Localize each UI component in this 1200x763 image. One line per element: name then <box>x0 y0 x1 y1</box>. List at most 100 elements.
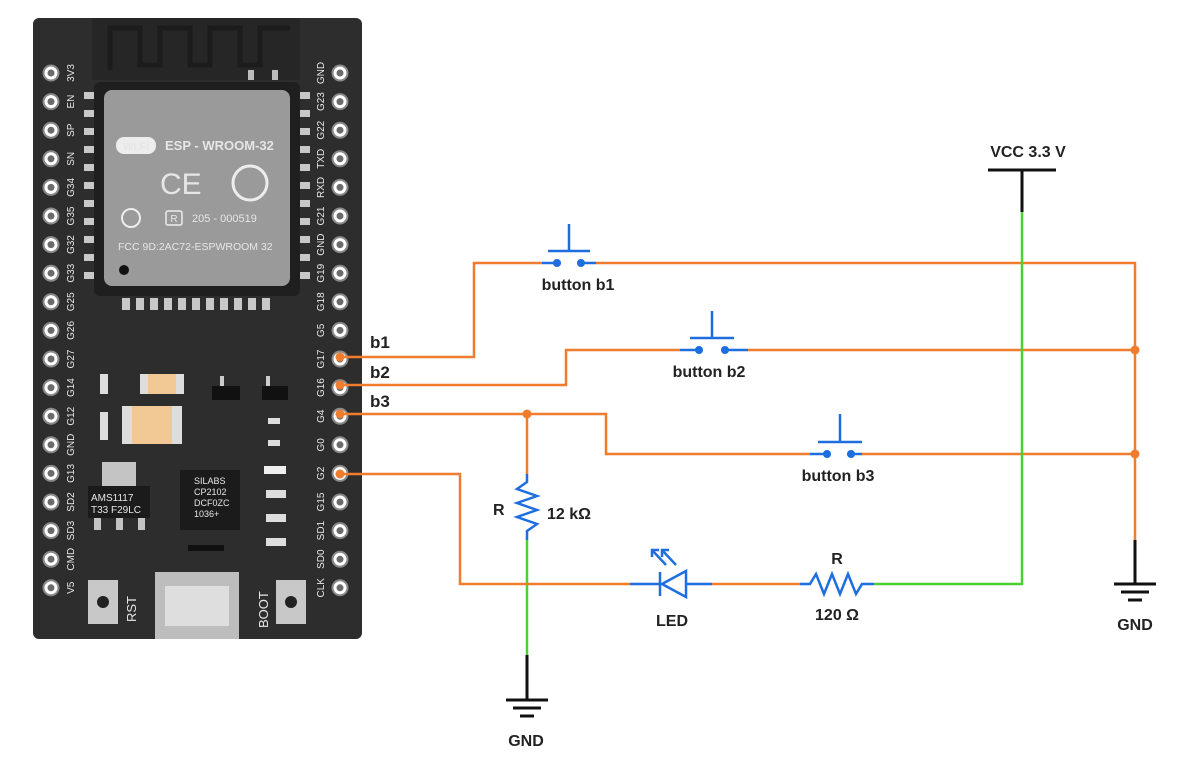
left-pin-label: G13 <box>66 464 77 483</box>
right-header-pins: GNDG23G22TXDRXDG21GNDG19G18G5G17G16G4G0G… <box>316 62 349 598</box>
button-b1 <box>542 224 596 268</box>
usb-chip-line2: CP2102 <box>194 487 227 497</box>
resistor-r2 <box>800 570 874 598</box>
wires <box>340 212 1137 655</box>
fcc-id: FCC 9D:2AC72-ESPWROOM 32 <box>118 241 273 253</box>
header-pin-hole <box>47 498 55 506</box>
capacitor-pad <box>140 374 148 394</box>
left-pin-label: G33 <box>66 263 77 282</box>
gnd-label-right: GND <box>1117 617 1153 634</box>
header-pin-hole <box>336 241 344 249</box>
button-b2-label: button b2 <box>673 364 746 381</box>
smd-part <box>266 490 286 498</box>
telec-mark-icon <box>121 208 141 228</box>
right-pin-label: G19 <box>316 263 327 282</box>
junctions <box>335 345 1140 479</box>
junction-dot <box>522 409 532 419</box>
ground-symbol-right <box>1114 540 1156 602</box>
left-pin-label: G12 <box>66 406 77 425</box>
espressif-logo-icon <box>231 164 269 202</box>
header-pin-hole <box>47 241 55 249</box>
left-header-pins: 3V3ENSPSNG34G35G32G33G25G26G27G14G12GNDG… <box>42 64 77 597</box>
module-title: ESP - WROOM-32 <box>165 138 274 153</box>
left-pin-label: CMD <box>66 548 77 571</box>
header-pin-hole <box>336 183 344 191</box>
left-pin-label: G25 <box>66 292 77 311</box>
left-pin-label: G34 <box>66 178 77 197</box>
regulator-line1: AMS1117 <box>91 493 134 504</box>
right-pin-label: G23 <box>316 92 327 111</box>
wire-b2 <box>340 348 680 387</box>
header-pin-hole <box>336 126 344 134</box>
header-pin-hole <box>47 441 55 449</box>
regulator-leg <box>116 518 123 530</box>
left-pin-label: GND <box>66 434 77 456</box>
header-pin-hole <box>336 441 344 449</box>
header-pin-hole <box>47 155 55 163</box>
r-mark: R <box>170 214 177 225</box>
transistor-leg <box>266 376 270 386</box>
right-pin-label: G18 <box>316 292 327 311</box>
transistor <box>262 386 288 400</box>
module-side-pads <box>84 92 310 279</box>
led-label: LED <box>656 613 688 630</box>
junction-dot <box>1130 449 1140 459</box>
left-pin-label: SD3 <box>66 520 77 540</box>
right-pin-label: G22 <box>316 120 327 139</box>
ce-mark: CE <box>160 168 202 201</box>
left-pin-label: SD2 <box>66 492 77 512</box>
smd-part <box>100 412 108 440</box>
button-b3 <box>810 414 862 459</box>
regulator-leg <box>138 518 145 530</box>
pin1-dot <box>119 265 129 275</box>
resistor-r1-name: R <box>493 502 505 519</box>
left-pin-label: G27 <box>66 349 77 368</box>
button-b2 <box>680 311 748 355</box>
boot-button-cap <box>285 596 297 608</box>
left-pin-label: EN <box>66 95 77 109</box>
left-pin-label: G35 <box>66 206 77 225</box>
wire-r2-vcc <box>874 212 1024 586</box>
left-pin-label: G14 <box>66 378 77 397</box>
wifi-logo <box>116 137 156 154</box>
wire-g2-led <box>340 472 630 586</box>
transistor <box>212 386 240 400</box>
header-pin-hole <box>336 212 344 220</box>
header-pin-hole <box>47 584 55 592</box>
micro-usb-opening <box>165 586 229 626</box>
usb-chip-line4: 1036+ <box>194 509 219 519</box>
right-pin-label: G17 <box>316 349 327 368</box>
button-b3-label: button b3 <box>802 468 875 485</box>
header-pin-hole <box>47 98 55 106</box>
vcc-symbol <box>988 168 1056 212</box>
header-pin-hole <box>47 183 55 191</box>
right-pin-label: SD1 <box>316 520 327 540</box>
rst-label: RST <box>124 596 139 622</box>
left-pin-label: V5 <box>66 581 77 594</box>
smd-part <box>266 514 286 522</box>
crystal <box>188 545 224 551</box>
header-pin-hole <box>47 469 55 477</box>
wire-b1 <box>340 261 542 359</box>
net-label-b2: b2 <box>370 363 390 382</box>
antenna-trace <box>107 25 290 70</box>
resistor-r2-value: 120 Ω <box>815 607 859 624</box>
left-pin-label: 3V3 <box>66 64 77 82</box>
header-pin-hole <box>336 98 344 106</box>
capacitor-pad <box>176 374 184 394</box>
regulator-tab <box>102 462 136 486</box>
header-pin-hole <box>47 69 55 77</box>
r-mark-box <box>165 210 183 226</box>
resistor-r1 <box>513 474 541 540</box>
led <box>630 548 712 600</box>
pin-dot-g17 <box>335 352 345 362</box>
wifi-logo-text: Wi Fi <box>123 141 149 153</box>
antenna-pad <box>272 70 278 80</box>
resistor-r2-name: R <box>831 551 843 568</box>
pin-dot-g4 <box>335 409 345 419</box>
header-pin-hole <box>47 212 55 220</box>
gnd-label-bottom: GND <box>508 733 544 750</box>
header-pin-hole <box>336 527 344 535</box>
header-pin-hole <box>47 126 55 134</box>
junction-dot <box>1130 345 1140 355</box>
